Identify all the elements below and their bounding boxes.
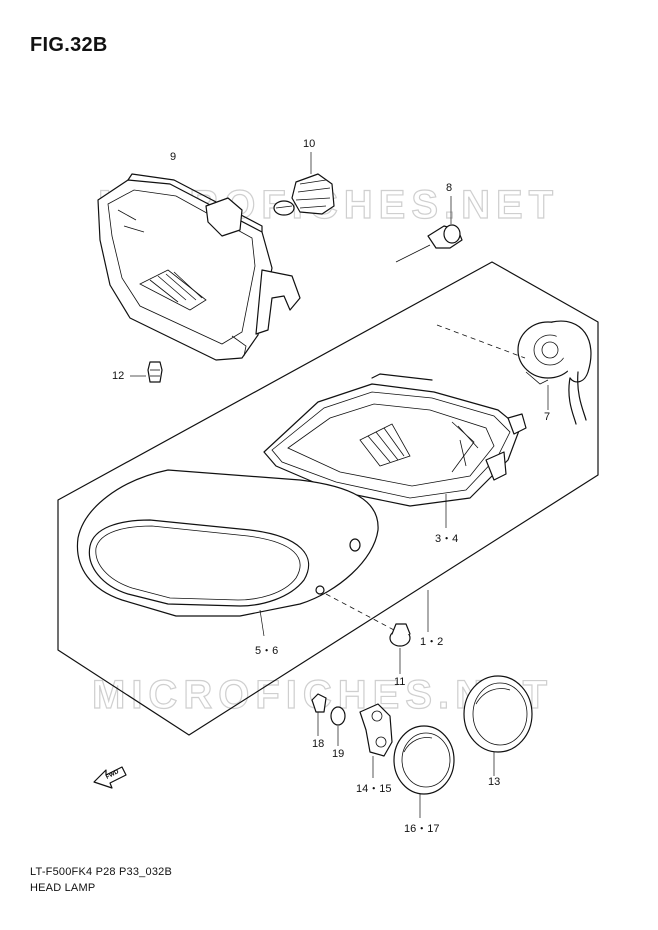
- clip-11[interactable]: [389, 623, 411, 674]
- callout-5-6[interactable]: 5・6: [255, 645, 279, 657]
- callout-11[interactable]: 11: [394, 676, 406, 688]
- callout-1-2[interactable]: 1・2: [420, 636, 444, 648]
- bracket-14-15[interactable]: [359, 703, 393, 778]
- callout-19[interactable]: 19: [332, 748, 345, 760]
- callout-9[interactable]: 9: [170, 151, 177, 163]
- small-bulb-8[interactable]: [427, 196, 463, 249]
- socket-cord-7[interactable]: [436, 320, 592, 425]
- callout-12[interactable]: 12: [112, 370, 125, 382]
- headlamp-unit-9[interactable]: [97, 173, 301, 361]
- callout-7[interactable]: 7: [544, 411, 551, 423]
- callout-10[interactable]: 10: [303, 138, 316, 150]
- part-name: HEAD LAMP: [30, 882, 96, 894]
- screw-12[interactable]: [130, 361, 163, 383]
- grommet-18[interactable]: [311, 693, 327, 736]
- reflector-13[interactable]: [463, 675, 533, 776]
- callout-14-15[interactable]: 14・15: [356, 783, 392, 795]
- reflector-16-17[interactable]: [393, 725, 455, 818]
- callout-3-4[interactable]: 3・4: [435, 533, 459, 545]
- callout-8[interactable]: 8: [446, 182, 453, 194]
- model-code: LT-F500FK4 P28 P33_032B: [30, 866, 172, 878]
- callout-18[interactable]: 18: [312, 738, 325, 750]
- bulb-socket-10[interactable]: [273, 152, 335, 216]
- figure-title: FIG.32B: [30, 34, 108, 56]
- collar-19[interactable]: [330, 706, 346, 746]
- callout-16-17[interactable]: 16・17: [404, 823, 440, 835]
- assembly-boundary: [57, 261, 599, 736]
- leader-bulb-8: [395, 244, 431, 263]
- fwd-arrow-icon: FWD: [93, 766, 127, 789]
- callout-13[interactable]: 13: [488, 776, 501, 788]
- lamp-housing-5-6[interactable]: [76, 469, 395, 637]
